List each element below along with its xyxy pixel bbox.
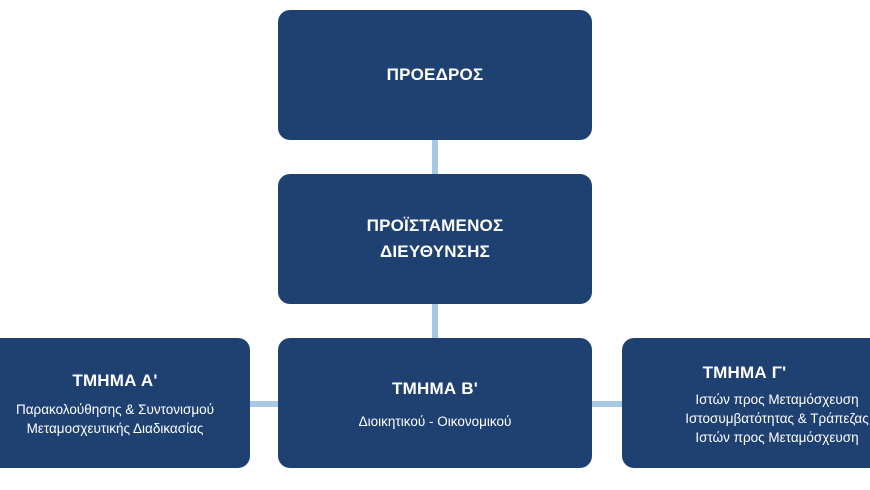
node-dept-c: ΤΜΗΜΑ Γ' Ιστών προς Μεταμόσχευση Ιστοσυμ… xyxy=(622,338,870,468)
node-president-title: ΠΡΟΕΔΡΟΣ xyxy=(386,65,484,84)
connector-dept-a-dept-b xyxy=(249,401,280,407)
node-dept-b-desc: Διοικητικού - Οικονομικού xyxy=(358,413,512,429)
node-dept-a: ΤΜΗΜΑ Α' Παρακολούθησης & Συντονισμού Με… xyxy=(0,338,250,468)
node-dept-b-title: ΤΜΗΜΑ Β' xyxy=(392,378,478,398)
node-director-title: ΠΡΟΪΣΤΑΜΕΝΟΣ ΔΙΕΥΘΥΝΣΗΣ xyxy=(366,216,504,261)
node-dept-c-desc: Ιστών προς Μεταμόσχευση Ιστοσυμβατότητας… xyxy=(685,391,869,445)
node-dept-c-title: ΤΜΗΜΑ Γ' xyxy=(702,362,787,382)
node-dept-b: ΤΜΗΜΑ Β' Διοικητικού - Οικονομικού xyxy=(278,338,592,468)
node-dept-a-desc: Παρακολούθησης & Συντονισμού Μεταμοσχευτ… xyxy=(15,402,215,436)
connector-president-director xyxy=(432,139,438,175)
connector-director-dept-b xyxy=(432,303,438,339)
node-dept-a-title: ΤΜΗΜΑ Α' xyxy=(72,371,158,390)
node-president: ΠΡΟΕΔΡΟΣ xyxy=(278,10,592,140)
connector-dept-b-dept-c xyxy=(590,401,624,407)
node-director: ΠΡΟΪΣΤΑΜΕΝΟΣ ΔΙΕΥΘΥΝΣΗΣ xyxy=(278,174,592,304)
